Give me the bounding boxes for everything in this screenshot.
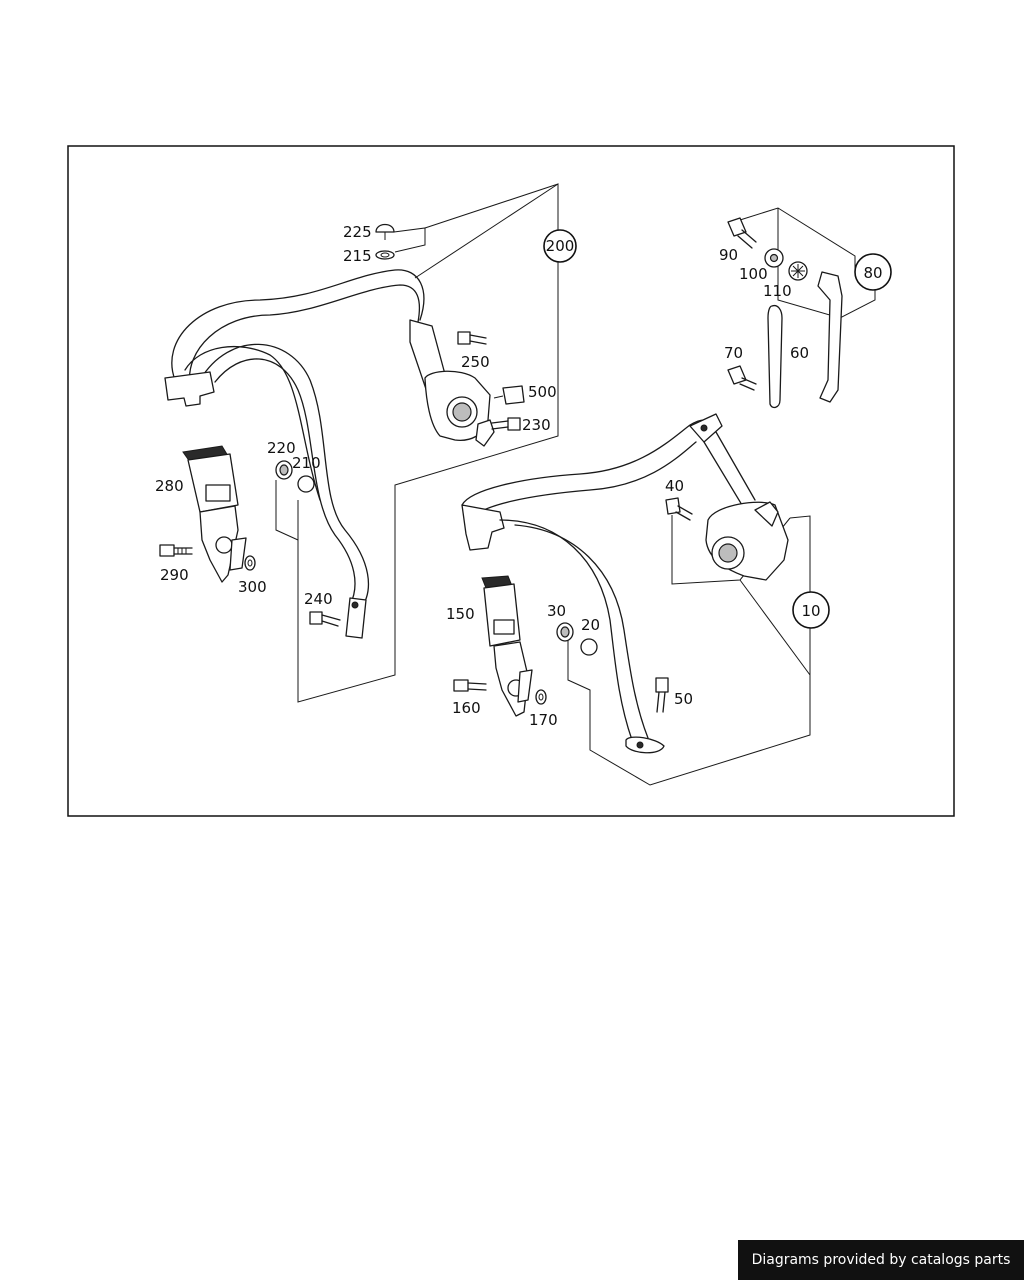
label-110: 110 <box>763 282 792 300</box>
callout-10: 10 <box>792 591 830 629</box>
label-240: 240 <box>304 590 333 608</box>
label-50: 50 <box>674 690 693 708</box>
label-280: 280 <box>155 477 184 495</box>
front-belt-assembly-10 <box>453 413 811 786</box>
label-500: 500 <box>528 383 557 401</box>
label-100: 100 <box>739 265 768 283</box>
label-90: 90 <box>719 246 738 264</box>
anchor-parts-group-80 <box>727 207 876 409</box>
diagram-credit-footer: Diagrams provided by catalogs parts <box>738 1240 1024 1280</box>
diagram-frame <box>67 145 955 817</box>
part-number-labels: 225 215 250 500 230 220 210 280 290 300 … <box>155 223 809 729</box>
svg-text:10: 10 <box>801 602 820 620</box>
label-20: 20 <box>581 616 600 634</box>
footer-text: Diagrams provided by catalogs parts <box>751 1252 1011 1268</box>
label-150: 150 <box>446 605 475 623</box>
label-220: 220 <box>267 439 296 457</box>
svg-text:200: 200 <box>546 237 575 255</box>
label-60: 60 <box>790 344 809 362</box>
label-160: 160 <box>452 699 481 717</box>
label-300: 300 <box>238 578 267 596</box>
label-170: 170 <box>529 711 558 729</box>
label-30: 30 <box>547 602 566 620</box>
label-290: 290 <box>160 566 189 584</box>
label-250: 250 <box>461 353 490 371</box>
callout-80: 80 <box>854 253 892 291</box>
svg-text:80: 80 <box>863 264 882 282</box>
label-230: 230 <box>522 416 551 434</box>
label-210: 210 <box>292 454 321 472</box>
callout-200: 200 <box>543 229 577 263</box>
label-40: 40 <box>665 477 684 495</box>
label-215: 215 <box>343 247 372 265</box>
rear-belt-assembly-200 <box>159 183 559 703</box>
label-225: 225 <box>343 223 372 241</box>
label-70: 70 <box>724 344 743 362</box>
